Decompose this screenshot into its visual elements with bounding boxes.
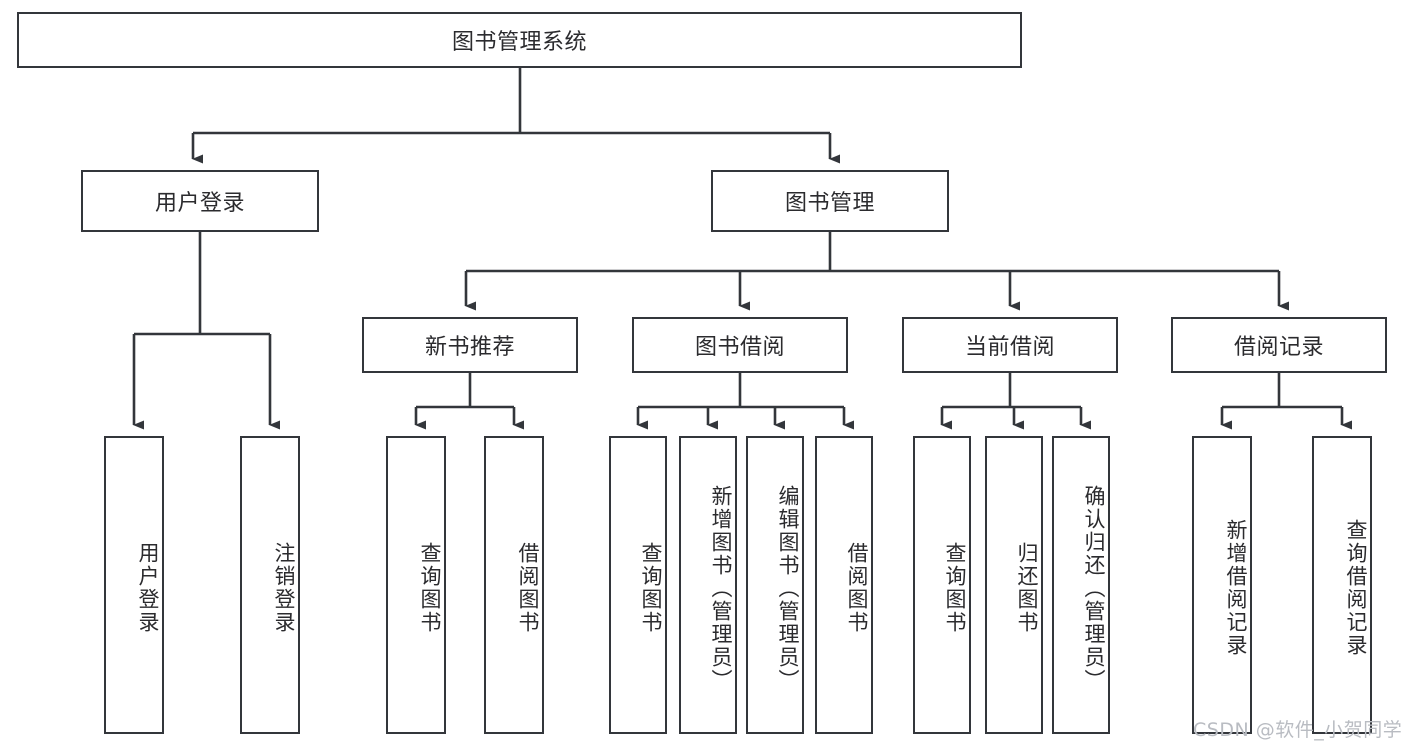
node-label: 注销登录 [272, 542, 296, 634]
node-book-borrow[interactable]: 图书借阅 [632, 317, 848, 373]
node-leaf-user-logout[interactable]: 注销登录 [240, 436, 300, 734]
node-label: 查询图书 [418, 542, 442, 634]
node-user-login[interactable]: 用户登录 [81, 170, 319, 232]
node-book-manage[interactable]: 图书管理 [711, 170, 949, 232]
node-label: 图书借阅 [694, 335, 785, 360]
node-label: 确认归还（管理员） [1082, 484, 1106, 692]
node-leaf-user-login[interactable]: 用户登录 [104, 436, 164, 734]
node-label: 借阅图书 [516, 542, 540, 634]
node-leaf-confirm-return-admin[interactable]: 确认归还（管理员） [1052, 436, 1110, 734]
node-new-book-rec[interactable]: 新书推荐 [362, 317, 578, 373]
node-leaf-return-book[interactable]: 归还图书 [985, 436, 1043, 734]
node-label: 归还图书 [1015, 542, 1039, 634]
node-label: 用户登录 [154, 191, 245, 216]
node-label: 编辑图书（管理员） [776, 484, 800, 692]
node-leaf-add-borrow-record[interactable]: 新增借阅记录 [1192, 436, 1252, 734]
node-leaf-query-book-current[interactable]: 查询图书 [913, 436, 971, 734]
node-current-borrow[interactable]: 当前借阅 [902, 317, 1118, 373]
node-label: 用户登录 [136, 542, 160, 634]
node-label: 查询借阅记录 [1344, 519, 1368, 657]
node-label: 图书管理 [784, 191, 875, 216]
node-label: 新增图书（管理员） [709, 484, 733, 692]
node-leaf-edit-book-admin[interactable]: 编辑图书（管理员） [746, 436, 804, 734]
node-label: 借阅记录 [1233, 335, 1324, 360]
node-borrow-record[interactable]: 借阅记录 [1171, 317, 1387, 373]
node-leaf-query-book-rec[interactable]: 查询图书 [386, 436, 446, 734]
node-label: 查询图书 [639, 542, 663, 634]
node-leaf-query-book-borrow[interactable]: 查询图书 [609, 436, 667, 734]
watermark-label: CSDN @软件_小贺同学 [1193, 719, 1403, 741]
node-label: 当前借阅 [964, 335, 1055, 360]
node-leaf-borrow-book[interactable]: 借阅图书 [815, 436, 873, 734]
node-label: 新书推荐 [424, 335, 515, 360]
node-label: 图书管理系统 [451, 30, 587, 55]
node-label: 借阅图书 [845, 542, 869, 634]
node-leaf-borrow-book-rec[interactable]: 借阅图书 [484, 436, 544, 734]
connectors-group [132, 68, 1352, 430]
node-label: 新增借阅记录 [1224, 519, 1248, 657]
node-root[interactable]: 图书管理系统 [17, 12, 1022, 68]
node-leaf-add-book-admin[interactable]: 新增图书（管理员） [679, 436, 737, 734]
node-leaf-query-borrow-record[interactable]: 查询借阅记录 [1312, 436, 1372, 734]
node-label: 查询图书 [943, 542, 967, 634]
